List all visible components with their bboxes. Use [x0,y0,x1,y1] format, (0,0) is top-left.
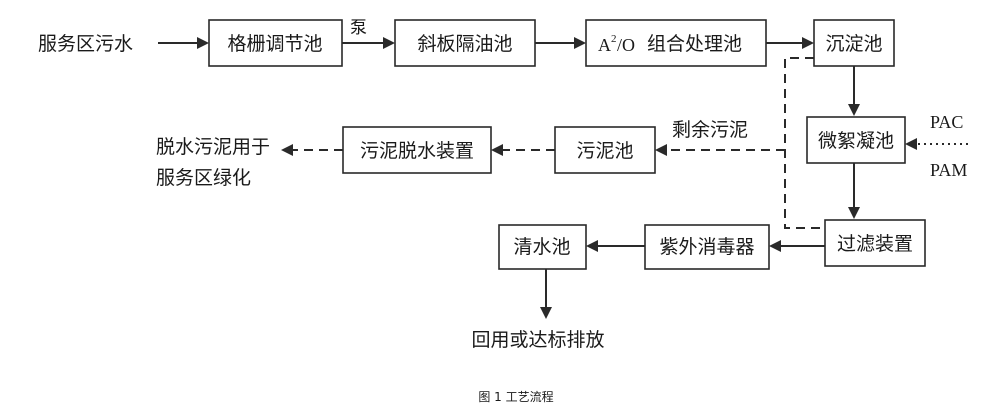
node-micro-floc-pond: 微絮凝池 [806,116,906,164]
output-sludge-label-line2: 服务区绿化 [156,167,251,189]
node-sludge-dewatering: 污泥脱水装置 [342,126,492,174]
input-label-sewage: 服务区污水 [38,33,133,55]
node-ao-superscript: 2 [611,33,617,45]
excess-sludge-label: 剩余污泥 [672,119,748,141]
node-filter-label: 过滤装置 [837,233,913,255]
pump-label: 泵 [350,18,367,38]
node-uv-label: 紫外消毒器 [659,236,754,258]
arrowhead [197,37,209,49]
node-sludge-label: 污泥池 [576,140,633,162]
node-grille-pond: 格栅调节池 [208,19,343,67]
node-filter-device: 过滤装置 [824,219,926,267]
node-sludge-pond: 污泥池 [554,126,656,174]
node-ao-label: 组合处理池 [647,33,742,55]
arrowhead [802,37,814,49]
arrowhead [540,307,552,319]
arrowhead [905,138,917,150]
node-floc-label: 微絮凝池 [818,130,894,152]
node-uv-disinfector: 紫外消毒器 [644,224,770,270]
arrowhead [848,207,860,219]
output-water-label: 回用或达标排放 [471,329,604,351]
node-ao-prefix-o: /O [617,35,635,55]
arrowhead [281,144,293,156]
pam-label: PAM [930,160,967,180]
sludge-collection-line [784,57,825,229]
arrowhead [586,240,598,252]
arrowhead [491,144,503,156]
arrowhead [383,37,395,49]
output-sludge-label-line1: 脱水污泥用于 [156,136,270,158]
node-settling-pond: 沉淀池 [813,19,895,67]
arrowhead [769,240,781,252]
figure-caption: 图 1 工艺流程 [478,389,553,404]
arrowhead [574,37,586,49]
arrowhead [848,104,860,116]
node-oil-separator: 斜板隔油池 [394,19,536,67]
node-clear-label: 清水池 [513,236,570,258]
arrowhead [655,144,667,156]
node-ao-prefix-a: A [598,35,611,55]
pac-label: PAC [930,112,963,132]
node-oil-separator-label: 斜板隔油池 [417,33,512,55]
node-dewater-label: 污泥脱水装置 [360,140,474,162]
node-grille-label: 格栅调节池 [227,33,322,55]
node-clear-water-pond: 清水池 [498,224,587,270]
node-settling-label: 沉淀池 [825,33,882,55]
node-ao-pond: A 2 /O 组合处理池 [585,19,767,67]
